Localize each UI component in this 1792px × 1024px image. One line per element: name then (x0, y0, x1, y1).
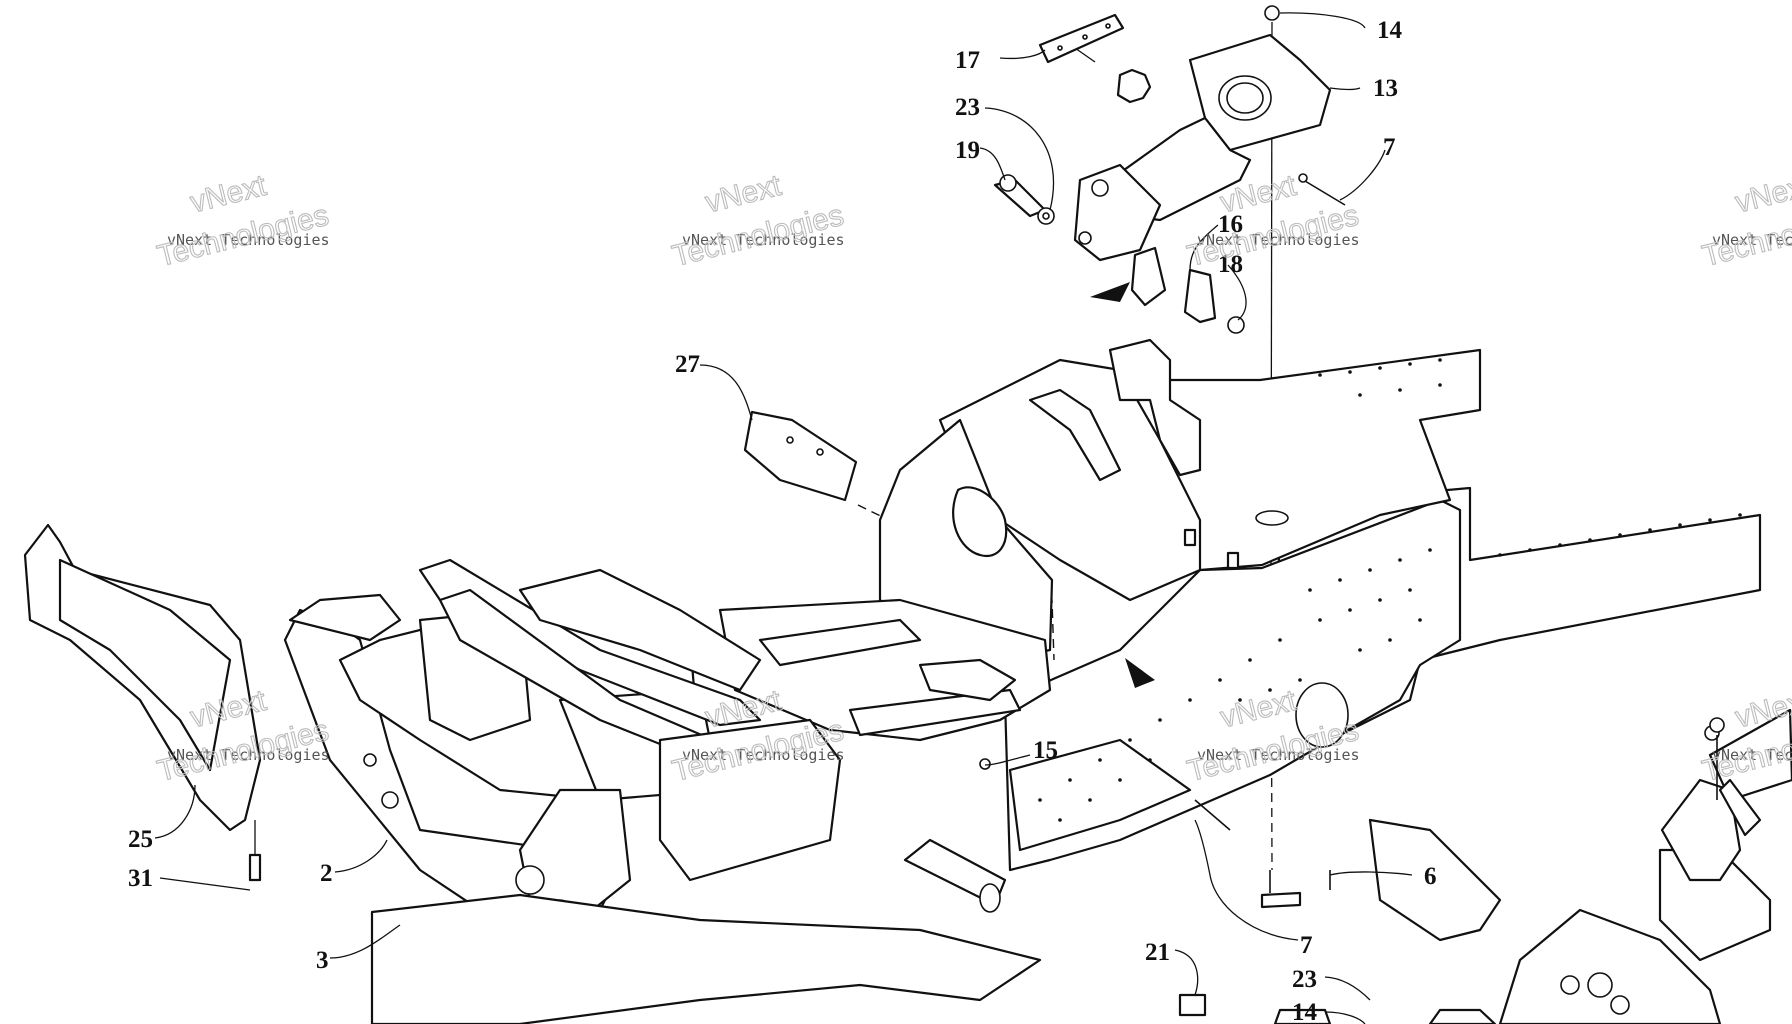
watermark-brand: vNext (187, 169, 270, 220)
callout-7-top: 7 (1383, 134, 1396, 161)
callout-15: 15 (1033, 737, 1058, 764)
callout-16: 16 (1218, 211, 1243, 238)
watermark-company: vNext Technologies (682, 231, 845, 249)
callout-3: 3 (316, 947, 329, 974)
watermark-4: vNext vNext Technologies Technologies (1698, 168, 1792, 273)
callout-14-bottom: 14 (1292, 999, 1318, 1024)
watermark-word: Technologies (154, 199, 332, 273)
callout-27: 27 (675, 351, 700, 378)
callout-14-top: 14 (1377, 17, 1403, 44)
callout-7-bottom: 7 (1300, 932, 1313, 959)
fasteners (979, 528, 1762, 1017)
callout-labels: 14 17 13 23 19 7 16 18 27 15 25 31 2 3 6… (128, 17, 1437, 1024)
watermark-company: vNext Technologies (1197, 746, 1360, 764)
callout-21: 21 (1145, 939, 1170, 966)
chassis-frame (283, 338, 1762, 1024)
watermark-company: vNext Technologies (167, 231, 330, 249)
watermark-company: vNext Technologies (1712, 231, 1792, 249)
upper-bracket-assembly (993, 5, 1346, 688)
watermark-brand: vNext (1732, 169, 1792, 220)
callout-17: 17 (955, 47, 980, 74)
callout-leaders (154, 12, 1413, 1024)
callout-2: 2 (320, 860, 333, 887)
watermark-word: Technologies (669, 199, 847, 273)
watermark-word: Technologies (1184, 199, 1362, 273)
side-bracket-part (23, 523, 262, 882)
callout-13: 13 (1373, 75, 1398, 102)
callout-19: 19 (955, 137, 980, 164)
plate-27 (743, 410, 858, 502)
perforation-dots (1038, 358, 1742, 822)
watermark-brand: vNext (702, 169, 785, 220)
callout-31: 31 (128, 865, 153, 892)
callout-6: 6 (1424, 863, 1437, 890)
watermark-1: vNext vNext Technologies Technologies (153, 168, 332, 273)
watermark-company: vNext Technologies (682, 746, 845, 764)
watermark-company: vNext Technologies (167, 746, 330, 764)
watermark-company: vNext Technologies (1712, 746, 1792, 764)
callout-23-bottom: 23 (1292, 966, 1317, 993)
lower-right-assembly (1273, 708, 1792, 1024)
callout-18: 18 (1218, 251, 1243, 278)
watermark-company: vNext Technologies (1197, 231, 1360, 249)
watermark-2: vNext vNext Technologies Technologies (668, 168, 847, 273)
callout-25: 25 (128, 826, 153, 853)
callout-23-top: 23 (955, 94, 980, 121)
